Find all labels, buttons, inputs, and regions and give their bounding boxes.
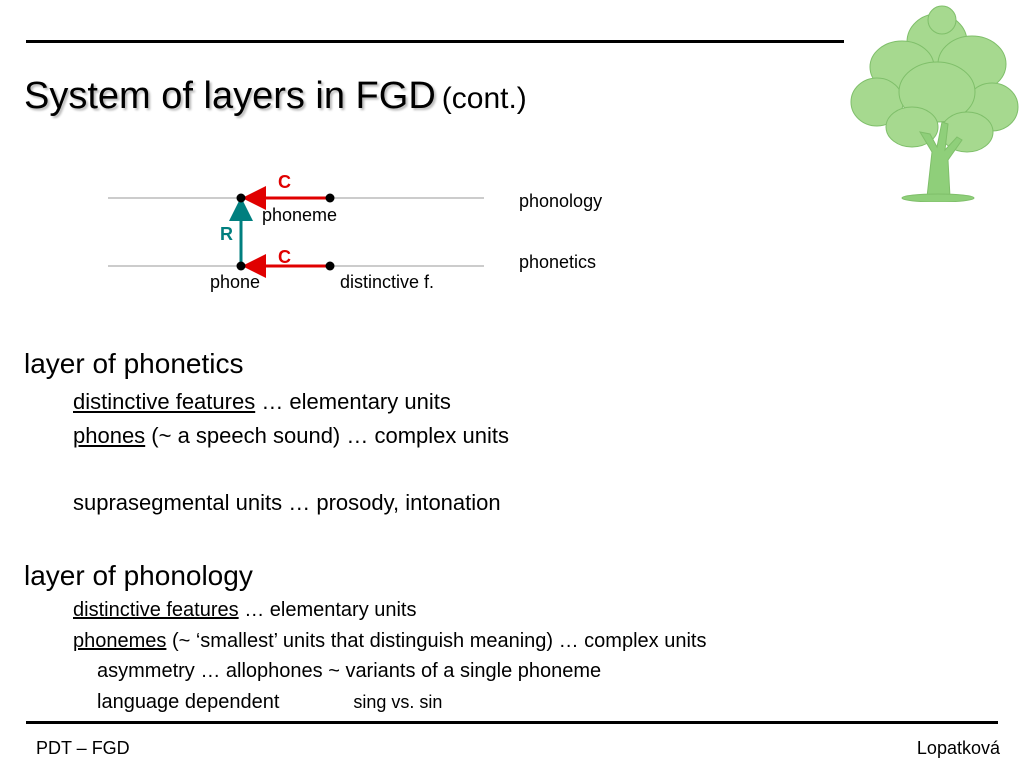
label-c-top: C [278, 172, 291, 192]
phonetics-item-suprasegmental: suprasegmental units … prosody, intonati… [73, 490, 501, 515]
phonology-sub-language: language dependent sing vs. sin [97, 691, 442, 714]
label-phonology: phonology [519, 191, 603, 211]
label-distinctive: distinctive f. [340, 272, 435, 292]
layers-diagram [108, 186, 484, 278]
sub-language-dependent: language dependent [97, 691, 280, 713]
footer-right: Lopatková [916, 738, 1000, 758]
phonetics-item-distinctive: distinctive features … elementary units [73, 389, 451, 415]
node-distinctive [325, 261, 335, 271]
term-distinctive-features-2: distinctive features [73, 599, 239, 621]
label-phoneme: phoneme [262, 205, 338, 225]
tree-icon [850, 5, 1019, 202]
phonology-sub-asymmetry: asymmetry … allophones ~ variants of a s… [97, 660, 602, 682]
phonetics-item1-rest: … elementary units [255, 389, 451, 414]
term-distinctive-features: distinctive features [73, 389, 256, 414]
node-phoneme [236, 193, 246, 203]
heading-phonology: layer of phonology [24, 560, 253, 591]
phonology-item1-rest: … elementary units [238, 599, 417, 621]
node-phonology-right [325, 193, 335, 203]
slide-title: System of layers in FGD(cont.) [24, 75, 527, 118]
label-c-bottom: C [278, 247, 291, 267]
phonology-item-distinctive: distinctive features … elementary units [73, 599, 417, 622]
phonetics-item2-rest: (~ a speech sound) … complex units [145, 423, 509, 448]
node-phone [236, 261, 246, 271]
term-phones: phones [73, 423, 146, 448]
bottom-rule [26, 721, 998, 724]
top-rule [26, 40, 844, 43]
title-main: System of layers in FGD [24, 75, 436, 117]
label-phone: phone [210, 272, 261, 292]
term-phonemes: phonemes [73, 630, 167, 652]
phonology-item2-rest: (~ ‘smallest’ units that distinguish mea… [166, 630, 707, 652]
phonetics-item-phones: phones (~ a speech sound) … complex unit… [73, 423, 509, 449]
title-suffix: (cont.) [441, 82, 527, 115]
sub-example: sing vs. sin [353, 692, 443, 712]
label-r: R [220, 224, 233, 244]
phonology-item-phonemes: phonemes (~ ‘smallest’ units that distin… [73, 630, 706, 653]
footer-left: PDT – FGD [36, 738, 130, 758]
heading-phonetics: layer of phonetics [24, 348, 244, 379]
label-phonetics: phonetics [519, 252, 597, 272]
